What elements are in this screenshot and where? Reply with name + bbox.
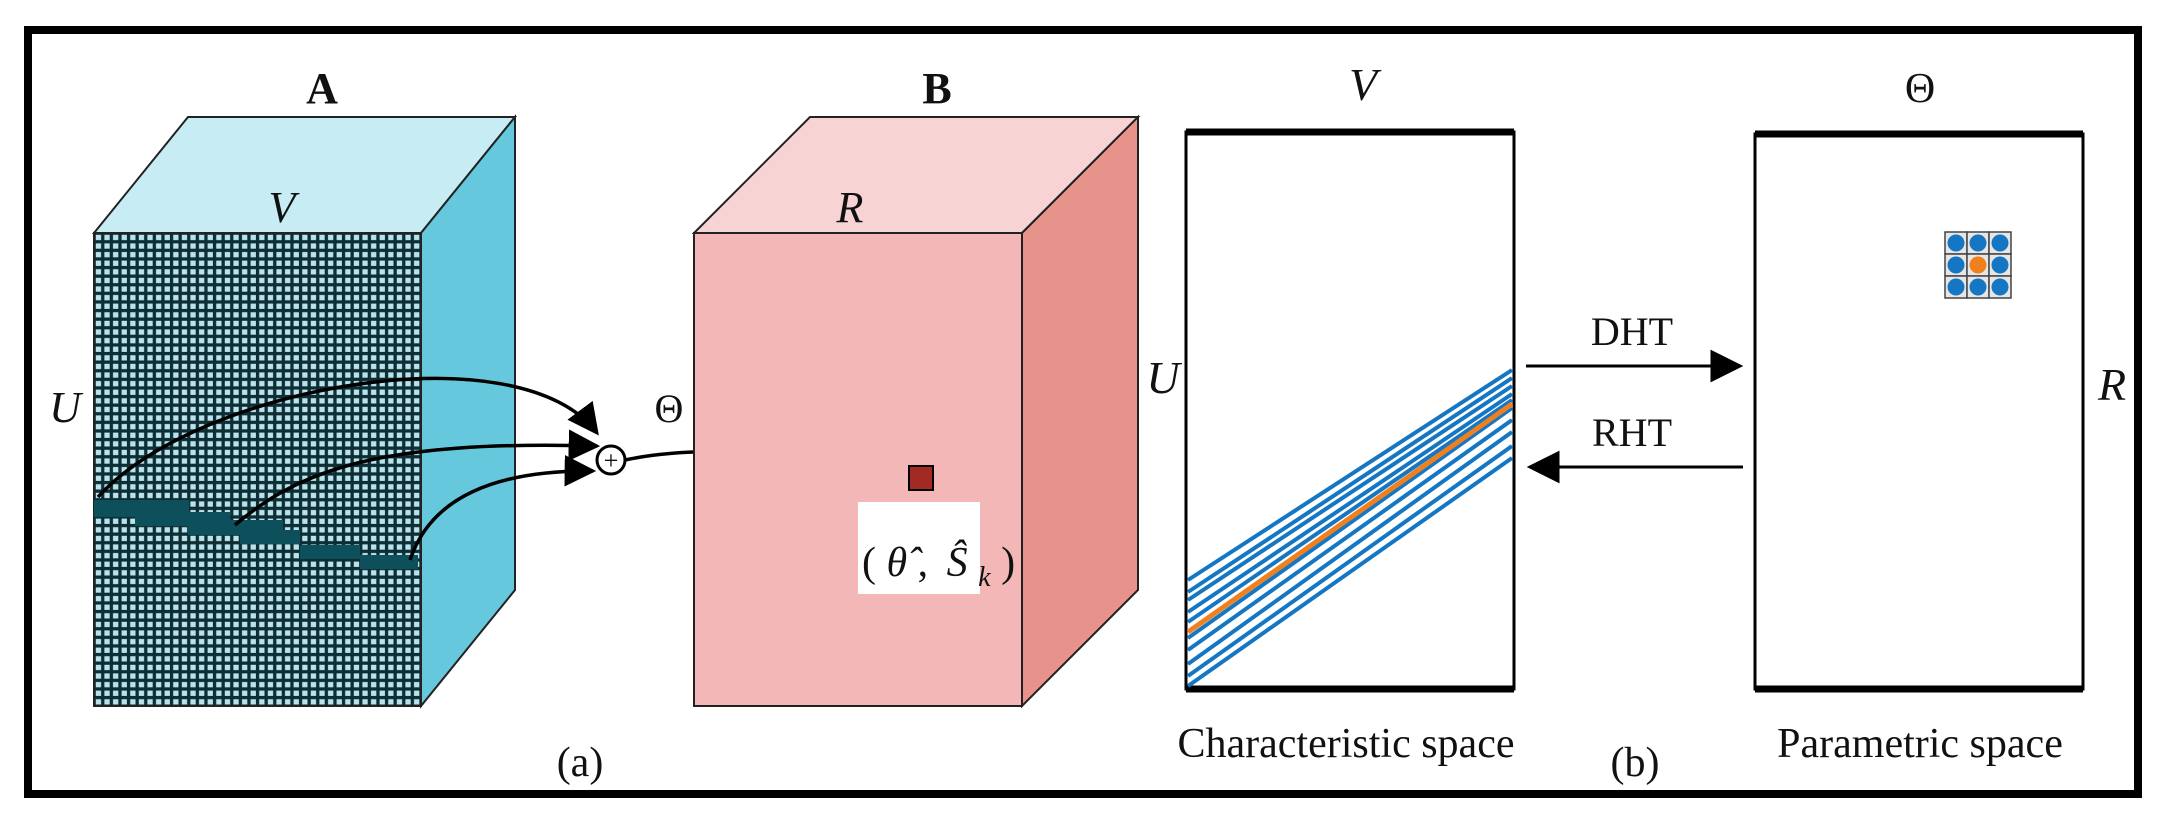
peak-label-open: ( bbox=[862, 540, 876, 586]
parametric-space: Θ R Parametric space bbox=[1753, 66, 2126, 767]
cube-b-title: B bbox=[922, 64, 951, 113]
cube-a-top-label: V bbox=[269, 183, 301, 232]
sum-node: + bbox=[595, 444, 627, 476]
accumulator-dot bbox=[1947, 256, 1965, 274]
cube-a-side-label: U bbox=[49, 383, 84, 432]
accumulation-arrow-3 bbox=[408, 454, 597, 561]
transform-arrows: DHT RHT bbox=[1526, 309, 1744, 484]
figure-frame bbox=[24, 26, 2142, 798]
char-caption: Characteristic space bbox=[1178, 721, 1515, 767]
characteristic-space: V U Characteristic space bbox=[1146, 59, 1516, 767]
rht-label: RHT bbox=[1592, 410, 1672, 455]
peak-label-box bbox=[858, 502, 980, 594]
accumulator-peak-dot bbox=[1969, 256, 1987, 274]
peak-label-s: Ŝ bbox=[947, 539, 968, 586]
characteristic-line-estimate bbox=[1186, 401, 1514, 635]
accumulator-dot bbox=[1947, 278, 1965, 296]
characteristic-line-1 bbox=[1186, 368, 1514, 582]
theta-label: Θ bbox=[655, 386, 684, 431]
panel-b-caption: (b) bbox=[1611, 740, 1660, 786]
characteristic-line-9 bbox=[1186, 444, 1514, 678]
parametric-space-box bbox=[1753, 132, 2085, 691]
peak-label-comma: , bbox=[918, 540, 929, 586]
cube-a-highlighted-cells bbox=[94, 500, 418, 569]
characteristic-line-8 bbox=[1186, 430, 1514, 666]
characteristic-line-5 bbox=[1186, 398, 1514, 624]
peak-label: ( θ̂ , Ŝ k ) bbox=[862, 539, 1015, 596]
characteristic-line-4 bbox=[1186, 392, 1514, 614]
param-caption: Parametric space bbox=[1777, 721, 2063, 767]
cube-a-title: A bbox=[306, 64, 338, 113]
char-top-label: V bbox=[1349, 59, 1382, 110]
cube-a: A V U bbox=[49, 64, 518, 709]
characteristic-line-6 bbox=[1186, 406, 1514, 640]
accumulator-dot bbox=[1991, 278, 2009, 296]
characteristic-line-10 bbox=[1186, 456, 1514, 688]
accumulation-arrow-1 bbox=[96, 376, 599, 499]
peak-label-close: ) bbox=[1001, 540, 1015, 586]
dht-label: DHT bbox=[1591, 309, 1673, 354]
cube-a-grid-face bbox=[93, 232, 422, 707]
characteristic-lines bbox=[1186, 368, 1514, 688]
accumulator-dot bbox=[1969, 234, 1987, 252]
accumulation-arrow-2 bbox=[233, 429, 601, 527]
accumulator-cells bbox=[1944, 231, 2012, 299]
peak-label-sub: k bbox=[978, 562, 991, 593]
accumulator-dot bbox=[1991, 234, 2009, 252]
cube-b: B R ( θ̂ , Ŝ k ) bbox=[691, 64, 1141, 709]
accumulator-dot bbox=[1947, 234, 1965, 252]
cube-b-top-label: R bbox=[836, 183, 864, 232]
peak-marker bbox=[908, 465, 934, 491]
panel-b: V U Characteristic space DHT RHT Θ R Par… bbox=[1146, 59, 2126, 786]
sum-symbol: + bbox=[604, 446, 619, 475]
accumulator-dot bbox=[1969, 278, 1987, 296]
accumulator-dot bbox=[1991, 256, 2009, 274]
characteristic-line-2 bbox=[1186, 376, 1514, 594]
panel-a: A V U + Θ B R ( θ̂ bbox=[49, 64, 1141, 786]
characteristic-line-3 bbox=[1186, 384, 1514, 602]
param-top-label: Θ bbox=[1905, 66, 1935, 112]
char-side-label: U bbox=[1146, 352, 1182, 403]
panel-a-caption: (a) bbox=[557, 740, 604, 786]
characteristic-line-7 bbox=[1186, 418, 1514, 652]
cube-b-front-face bbox=[693, 232, 1023, 707]
param-side-label: R bbox=[2097, 359, 2126, 410]
